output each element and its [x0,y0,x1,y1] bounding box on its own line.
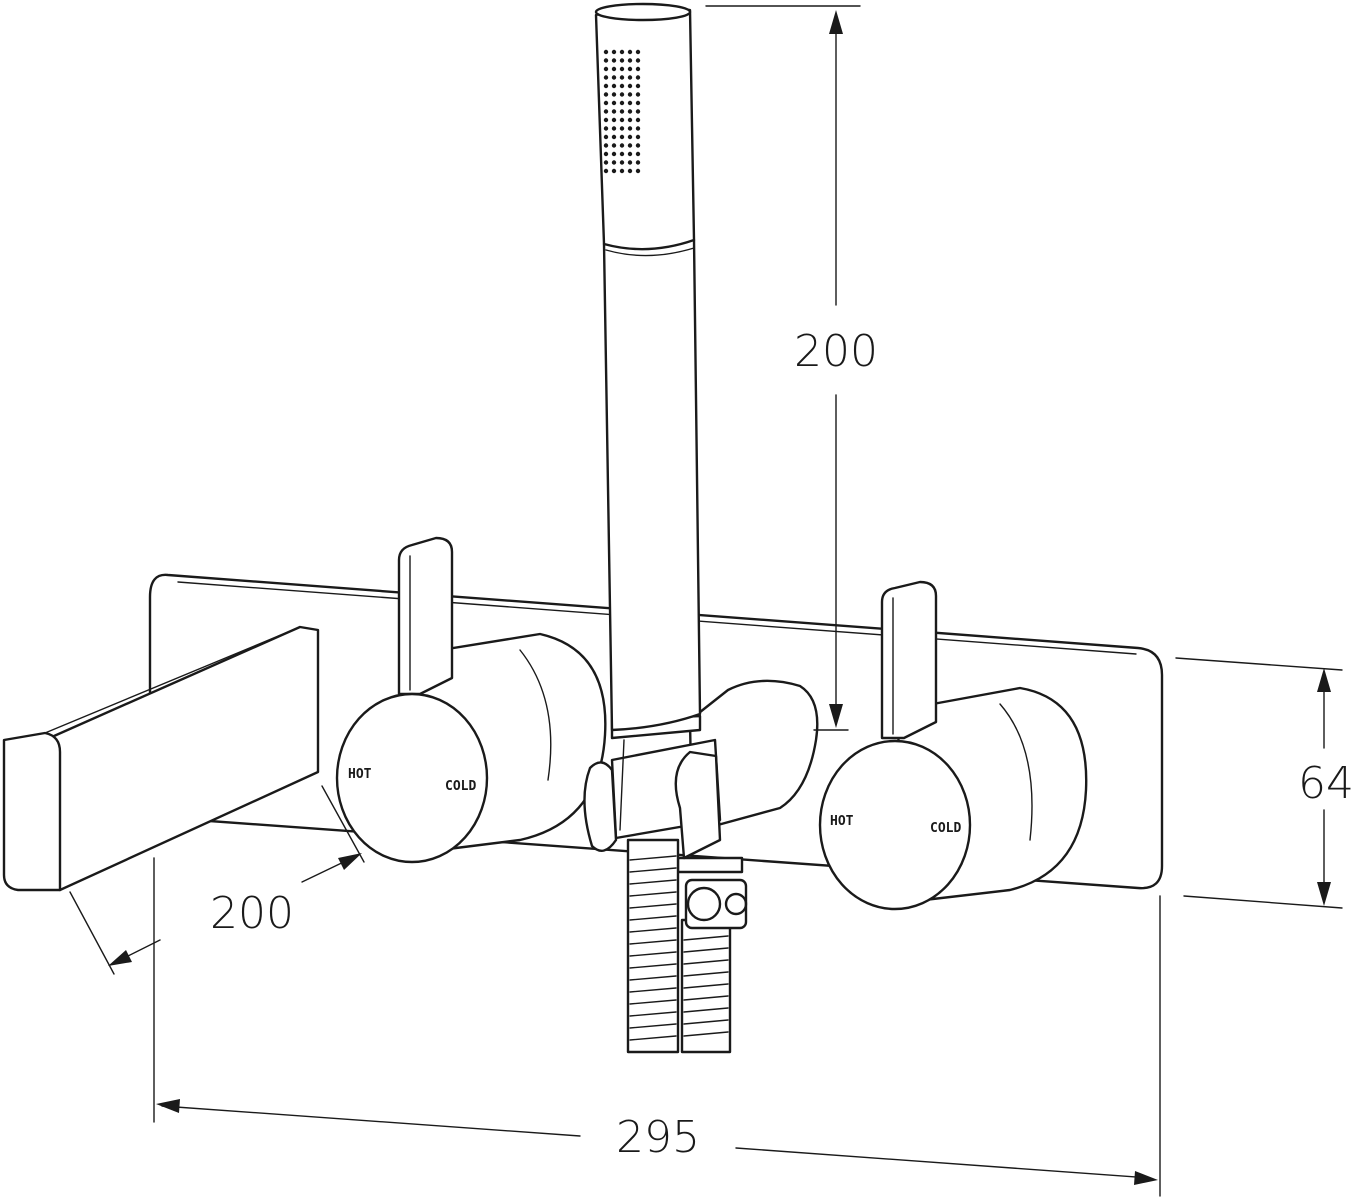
dimension-plate-height: 64 [1175,657,1353,909]
dim-label-spout-projection: 200 [210,888,294,939]
spout [2,625,320,892]
shower-holder [583,679,819,874]
nozzle-dot [627,92,633,97]
nozzle-dot [635,109,641,114]
nozzle-dot [627,126,633,131]
nozzle-dot [627,151,633,157]
nozzle-dot [627,58,633,63]
nozzle-dot [635,117,641,123]
nozzle-dot [627,100,633,106]
nozzle-dot [635,58,641,63]
nozzle-dot [619,143,625,148]
nozzle-dot [603,66,609,72]
nozzle-dot [627,143,633,148]
right-mixer: HOT COLD [818,580,1088,911]
nozzle-dot [611,151,617,157]
dimension-spout-projection: 200 [69,785,365,975]
nozzle-dot [619,160,625,165]
nozzle-dot [603,109,609,114]
nozzle-dot [619,83,625,89]
nozzle-dot [611,66,617,72]
nozzle-dot [619,117,625,123]
nozzle-dot [619,49,625,55]
nozzle-dot [611,100,617,106]
nozzle-dot [619,58,625,63]
nozzle-dot [627,49,633,55]
nozzle-dot [635,143,641,148]
nozzle-dot [611,109,617,114]
nozzle-dot [611,49,617,55]
nozzle-dot [603,75,609,80]
nozzle-dot [619,134,625,140]
nozzle-dot [619,75,625,80]
nozzle-dot [635,126,641,131]
nozzle-dot [635,49,641,55]
nozzle-dot [603,49,609,55]
nozzle-dot [611,143,617,148]
dim-label-plate-height: 64 [1298,758,1353,809]
left-cold-label: COLD [445,779,476,794]
nozzle-dot [635,151,641,157]
nozzle-dot [603,168,609,174]
nozzle-dot [603,83,609,89]
nozzle-dot [627,168,633,174]
nozzle-dot [635,168,641,174]
nozzle-dot [603,151,609,157]
nozzle-dot [611,117,617,123]
right-mixer-knob [818,739,972,911]
left-hot-label: HOT [348,767,372,782]
nozzle-dot [611,134,617,140]
nozzle-dot [619,92,625,97]
nozzle-dot [619,66,625,72]
shower-hose [626,838,748,1054]
nozzle-dot [603,126,609,131]
nozzle-dot [619,126,625,131]
nozzle-dot [619,109,625,114]
nozzle-dot [603,92,609,97]
nozzle-dot [611,168,617,174]
nozzle-dot [627,134,633,140]
nozzle-dot [611,83,617,89]
nozzle-dot [635,66,641,72]
nozzle-dot [627,75,633,80]
nozzle-dot [635,83,641,89]
nozzle-dot [635,134,641,140]
hand-shower [594,2,702,831]
dim-label-plate-width: 295 [616,1112,700,1163]
nozzle-dot [619,151,625,157]
nozzle-dot [627,66,633,72]
nozzle-dot [603,160,609,165]
left-mixer: HOT COLD [335,536,607,864]
nozzle-dot [627,160,633,165]
dimension-handshower-height: 200 [705,5,878,731]
nozzle-dot [603,143,609,148]
nozzle-dot [611,126,617,131]
nozzle-dot [627,117,633,123]
right-cold-label: COLD [930,821,961,836]
nozzle-dot [627,83,633,89]
nozzle-dot [603,100,609,106]
nozzle-dot [635,100,641,106]
nozzle-dot [635,160,641,165]
right-hot-label: HOT [830,814,854,829]
nozzle-dot [611,92,617,97]
nozzle-dot [603,117,609,123]
left-mixer-knob [335,692,489,864]
nozzle-dot [611,58,617,63]
nozzle-dot [611,160,617,165]
shower-nozzles [603,49,641,174]
nozzle-dot [603,134,609,140]
nozzle-dot [635,92,641,97]
nozzle-dot [635,75,641,80]
dim-label-handshower-height: 200 [794,326,878,377]
nozzle-dot [611,75,617,80]
nozzle-dot [619,168,625,174]
dimension-plate-width: 295 [153,857,1161,1197]
nozzle-dot [619,100,625,106]
nozzle-dot [603,58,609,63]
nozzle-dot [627,109,633,114]
